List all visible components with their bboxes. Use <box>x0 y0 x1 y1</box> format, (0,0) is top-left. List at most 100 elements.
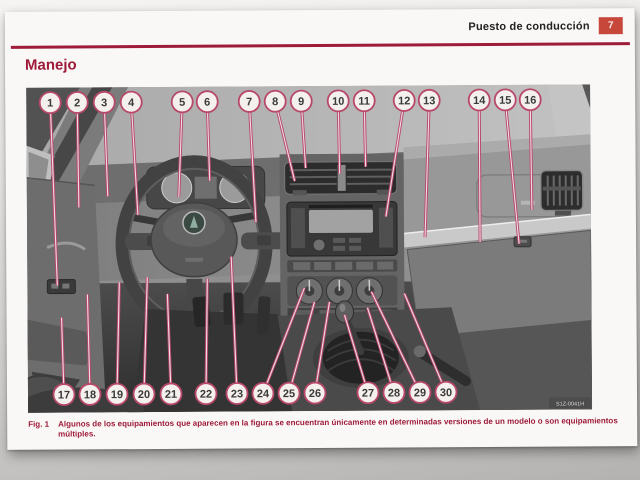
callout-number: 30 <box>440 387 452 399</box>
callout-20: 20 <box>132 277 156 406</box>
callout-number: 29 <box>414 387 426 399</box>
callout-29: 29 <box>370 291 432 404</box>
radio-unit <box>286 201 398 257</box>
callout-circle <box>382 381 406 404</box>
callout-23: 23 <box>225 256 249 405</box>
callout-number: 11 <box>358 96 370 108</box>
handbrake-lever <box>416 348 471 387</box>
callout-leader-line <box>130 102 139 216</box>
callout-8: 8 <box>263 89 297 182</box>
figure-caption: Fig. 1 Algunos de los equipamientos que … <box>28 416 620 440</box>
callout-circle <box>237 90 261 113</box>
callout-number: 18 <box>84 389 96 401</box>
callout-circle <box>352 89 376 113</box>
callout-circle <box>105 382 129 406</box>
callout-5: 5 <box>170 90 194 197</box>
callout-15: 15 <box>493 88 521 244</box>
decor-trim-strip <box>404 214 592 248</box>
callout-number: 8 <box>272 96 278 108</box>
callout-circle <box>467 88 491 112</box>
callout-10: 10 <box>326 89 350 174</box>
callout-circle <box>356 381 380 405</box>
callout-leader-line <box>116 282 120 395</box>
callout-number: 13 <box>423 95 435 107</box>
callout-number: 1 <box>47 98 53 110</box>
callout-number: 14 <box>473 95 486 107</box>
callout-leader-line <box>262 287 305 394</box>
callout-circle <box>170 90 194 114</box>
callout-number: 4 <box>128 97 135 109</box>
dashboard-illustration: S1Z-0041H 123456789101112131415161718192… <box>11 84 593 432</box>
callout-number: 22 <box>200 389 212 401</box>
callout-number: 20 <box>138 389 150 401</box>
header-rule <box>10 42 630 49</box>
callout-7: 7 <box>237 90 261 223</box>
figure-caption-label: Fig. 1 <box>28 419 50 429</box>
callout-number: 7 <box>246 96 252 108</box>
callout-number: 5 <box>179 97 185 109</box>
callout-number: 19 <box>111 389 123 401</box>
callout-circle <box>132 382 156 406</box>
callout-circle <box>194 382 218 406</box>
callout-leader-line <box>103 102 109 197</box>
cluster-display <box>194 176 217 199</box>
callout-number: 12 <box>398 95 410 107</box>
driver-door-panel <box>11 177 107 421</box>
callout-circle <box>65 91 89 114</box>
callout-leader-line <box>76 102 80 208</box>
callout-1: 1 <box>38 91 62 286</box>
callout-number: 24 <box>257 388 270 400</box>
callout-26: 26 <box>303 301 331 405</box>
callout-leader-line <box>178 101 183 197</box>
callout-leader-line <box>529 99 533 210</box>
callout-circle <box>392 89 416 112</box>
callout-4: 4 <box>119 90 143 216</box>
callout-leader-line <box>86 294 91 395</box>
callout-number: 6 <box>204 97 210 109</box>
callout-leader-line <box>205 278 208 394</box>
page-number-badge: 7 <box>598 17 623 35</box>
figure-code-plate <box>549 397 592 409</box>
callout-leader-line <box>143 277 148 395</box>
callout-22: 22 <box>194 278 218 406</box>
callout-13: 13 <box>417 88 441 238</box>
manual-page: Puesto de conducción 7 Manejo <box>4 8 638 450</box>
callout-number: 25 <box>283 388 295 400</box>
radio-display <box>308 209 374 234</box>
speedometer-dial <box>161 172 193 204</box>
callout-circle <box>417 88 441 112</box>
section-title: Puesto de conducción <box>468 19 590 33</box>
callout-number: 16 <box>524 95 536 107</box>
callout-circle <box>408 380 432 404</box>
callout-leader-line <box>504 99 520 244</box>
callout-leader-line <box>424 100 430 238</box>
callout-leader-line <box>49 102 58 286</box>
callout-number: 3 <box>101 97 107 109</box>
accelerator-pedal <box>256 296 271 335</box>
callout-circle <box>434 380 458 404</box>
callout-circle <box>78 383 102 406</box>
page-header: Puesto de conducción 7 <box>468 17 623 35</box>
callout-leader-line <box>370 291 421 393</box>
steering-wheel <box>115 155 294 333</box>
callout-circle <box>303 381 327 405</box>
callout-leader-line <box>314 301 330 394</box>
figure-code: S1Z-0041H <box>556 401 584 407</box>
console-button-row <box>287 259 398 273</box>
cd-slot <box>308 204 373 209</box>
callout-number: 23 <box>231 388 243 400</box>
callout-leader-line <box>478 100 481 243</box>
callout-19: 19 <box>105 282 129 406</box>
callout-number: 17 <box>58 389 70 401</box>
callout-number: 27 <box>362 388 374 400</box>
callout-number: 15 <box>499 95 511 107</box>
callout-circle <box>119 90 143 114</box>
callout-number: 10 <box>332 96 344 108</box>
window-switches <box>46 279 76 295</box>
callout-circle <box>493 88 517 112</box>
callout-21: 21 <box>159 293 183 406</box>
callout-circle <box>263 89 287 113</box>
figure-caption-text: Algunos de los equipamientos que aparece… <box>58 416 618 439</box>
callout-number: 26 <box>309 388 321 400</box>
